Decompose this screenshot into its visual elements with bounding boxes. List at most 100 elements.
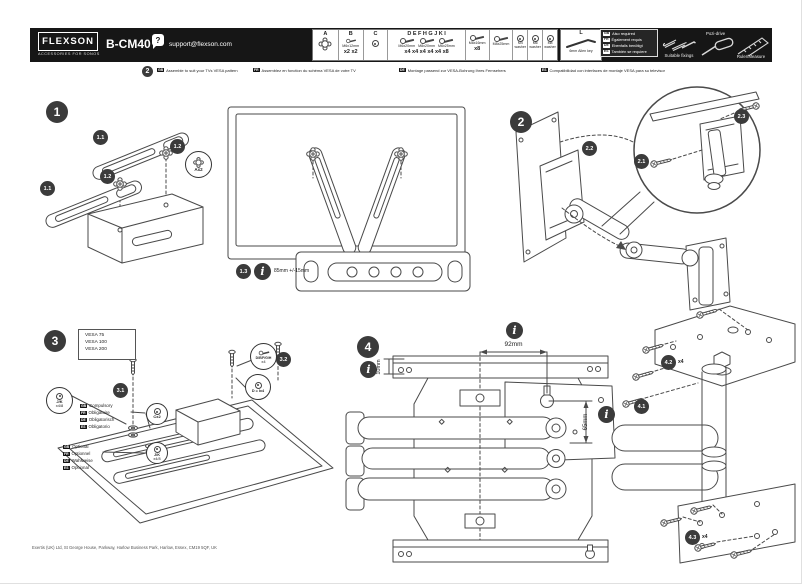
tv-art bbox=[228, 107, 470, 291]
also-required-gb-text: Also required bbox=[612, 31, 636, 37]
callout-washers-jk-1: J/K x4/8 bbox=[46, 387, 73, 414]
substep-1-2-badge: 1.2 bbox=[100, 169, 115, 184]
allen-key-box: L 6mm Allen key bbox=[560, 29, 602, 61]
screw-icon bbox=[345, 38, 356, 44]
lang-tag-fr: FR bbox=[63, 451, 70, 457]
part-b-label: B bbox=[348, 31, 353, 37]
lang-tag-fr: FR bbox=[603, 37, 610, 43]
allen-key-icon bbox=[566, 39, 596, 49]
substep-4-2-count: x4 bbox=[678, 359, 684, 365]
callout-screws-label: D/E/F/G/H bbox=[255, 355, 272, 360]
substep-1-1-badge: 1.1 bbox=[93, 130, 108, 145]
lang-tag-es: ES bbox=[603, 49, 610, 55]
parts-table: A B M6x12mm x2 x2 C D E F H G J K I M6x2… bbox=[312, 29, 558, 61]
screw-icon bbox=[419, 37, 434, 45]
dimension-92mm: 92mm bbox=[504, 341, 523, 348]
substep-4-1-badge: 4.1 bbox=[634, 399, 649, 414]
vesa-pattern-box: VESA 75 VESA 100 VESA 200 bbox=[78, 329, 136, 360]
lang-tag-de: DE bbox=[63, 458, 70, 464]
instruction-es: ES Compatibilidad con interfaces de mont… bbox=[541, 68, 665, 73]
instruction-gb: GB Assemble to suit your TVs VESA patter… bbox=[157, 68, 238, 73]
substep-2-2-badge: 2.2 bbox=[582, 141, 597, 156]
callout-washer-c: Cx2 bbox=[146, 403, 168, 425]
part-group-col-2: M8x20mm bbox=[418, 37, 435, 49]
flexson-logo: FLEXSON bbox=[38, 32, 98, 51]
part-m8x16-count: x8 bbox=[474, 45, 481, 52]
pozi-label: Pozi-drive bbox=[706, 31, 726, 36]
also-required-es-text: También se requiere bbox=[611, 49, 647, 55]
callout-jk-label: J/K bbox=[56, 398, 63, 404]
part-group-counts: x4 x4 x4 x4 x4 x8 bbox=[404, 49, 449, 55]
washer-icon bbox=[516, 35, 524, 42]
instruction-es-text: Compatibilidad con interfaces de montaje… bbox=[549, 68, 665, 73]
fixings-label: Suitable fixings bbox=[664, 53, 694, 58]
part-l-desc: 6mm Allen key bbox=[569, 49, 593, 54]
parts-cell-washer-m4: M4 washer bbox=[512, 30, 527, 60]
knob-icon bbox=[318, 37, 332, 51]
also-required-de-text: Ebenfalls benötigt bbox=[611, 43, 643, 49]
model-number: B-CM40 bbox=[106, 37, 151, 51]
callout-jk-label: J/K bbox=[154, 452, 160, 457]
parts-cell-c: C bbox=[362, 30, 388, 60]
washer-icon bbox=[254, 381, 262, 389]
part-washer-m4: M4 washer bbox=[514, 41, 527, 49]
lang-tag-de: DE bbox=[399, 67, 406, 73]
step2-art bbox=[516, 87, 760, 310]
screw-icon bbox=[439, 37, 453, 45]
parts-cell-m8x25: M8x25mm bbox=[488, 30, 513, 60]
washer-icon bbox=[56, 392, 63, 400]
parts-cell-a: A bbox=[313, 30, 338, 60]
lang-tag-gb: GB bbox=[80, 403, 88, 409]
question-bubble-icon: ? bbox=[152, 34, 164, 49]
callout-knob-a-text: Ax2 bbox=[194, 166, 203, 172]
parts-cell-m8x16: M8x16mm x8 bbox=[464, 30, 489, 60]
instruction-fr-text: Assemblez en fonction du schéma VESA de … bbox=[261, 68, 356, 73]
part-b-size: M6x12mm bbox=[342, 44, 360, 49]
lang-tag-de: DE bbox=[80, 417, 87, 423]
washer-icon bbox=[371, 40, 379, 48]
parts-cell-washer-m8: M8 washer bbox=[542, 30, 557, 60]
part-group-col-1: M6x20mm bbox=[398, 37, 415, 49]
callout-knob-a: Ax2 bbox=[185, 151, 212, 178]
washer-icon bbox=[531, 35, 539, 42]
lang-tag-gb: GB bbox=[157, 67, 165, 73]
publisher-address: Exertis (UK) Ltd, St George House, Parkw… bbox=[32, 545, 217, 550]
screw-icon bbox=[399, 37, 414, 45]
instruction-fr: FR Assemblez en fonction du schéma VESA … bbox=[253, 68, 356, 73]
brand-tagline: ACCESSORIES FOR SONOS bbox=[38, 52, 100, 56]
washer-icon bbox=[153, 445, 161, 453]
callout-c-text: Cx2 bbox=[153, 414, 161, 420]
callout-screws-defgh: D/E/F/G/H x4 bbox=[250, 343, 277, 370]
compulsory-de-text: Obligatorisch bbox=[88, 417, 115, 422]
substep-4-2-badge: 4.2 bbox=[661, 355, 676, 370]
substep-4-3-badge: 4.3 bbox=[685, 530, 700, 545]
strap-distance-note: 85mm +/-15mm bbox=[274, 268, 310, 274]
callout-washers-jk-2: J/K x4/8 bbox=[146, 442, 168, 464]
step-3-badge: 3 bbox=[44, 330, 66, 352]
part-group-size-1: M6x20mm bbox=[398, 44, 416, 49]
substep-3-1-badge: 3.1 bbox=[113, 383, 128, 398]
callout-jk-count: x4/8 bbox=[55, 403, 64, 408]
info-icon: i bbox=[598, 406, 615, 423]
instruction-gb-text: Assemble to suit your TVs VESA pattern bbox=[166, 68, 238, 73]
knob-icon bbox=[193, 156, 204, 168]
compulsory-fr-text: Obligatoire bbox=[88, 410, 110, 415]
support-email: support@flexson.com bbox=[169, 41, 232, 48]
ruler-icon bbox=[737, 37, 769, 56]
optional-de-text: Wahlweise bbox=[71, 458, 93, 463]
brand-text: FLEXSON bbox=[42, 36, 94, 47]
substep-3-2-badge: 3.2 bbox=[276, 352, 291, 367]
vesa-100: VESA 100 bbox=[85, 340, 107, 346]
part-group-size-2: M8x20mm bbox=[418, 44, 435, 49]
step-4-badge: 4 bbox=[357, 336, 379, 358]
callout-screws-count: x4 bbox=[261, 359, 266, 365]
step-1-badge: 1 bbox=[46, 101, 68, 123]
washer-icon bbox=[546, 35, 554, 42]
